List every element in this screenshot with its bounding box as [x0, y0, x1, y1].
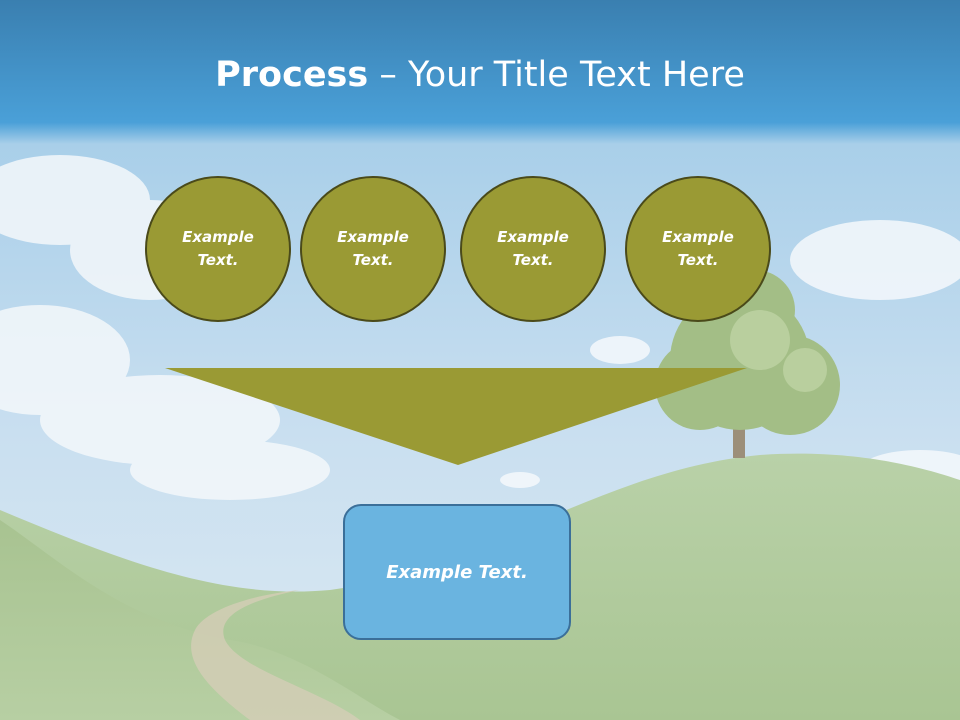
title-bold-part: Process [215, 55, 369, 95]
process-circle-3[interactable]: Example Text. [460, 176, 606, 322]
slide-title: Process – Your Title Text Here [0, 50, 960, 100]
process-circle-4[interactable]: Example Text. [625, 176, 771, 322]
process-circle-4-label: Example Text. [662, 228, 734, 269]
process-circle-1-label: Example Text. [182, 228, 254, 269]
process-circle-3-label: Example Text. [497, 228, 569, 269]
result-box-label: Example Text. [386, 561, 528, 583]
result-box[interactable]: Example Text. [343, 504, 571, 640]
funnel-arrow-shape[interactable] [165, 368, 747, 465]
process-circle-2[interactable]: Example Text. [300, 176, 446, 322]
title-rest-part: – Your Title Text Here [368, 55, 745, 95]
process-circle-1[interactable]: Example Text. [145, 176, 291, 322]
process-circle-2-label: Example Text. [337, 228, 409, 269]
